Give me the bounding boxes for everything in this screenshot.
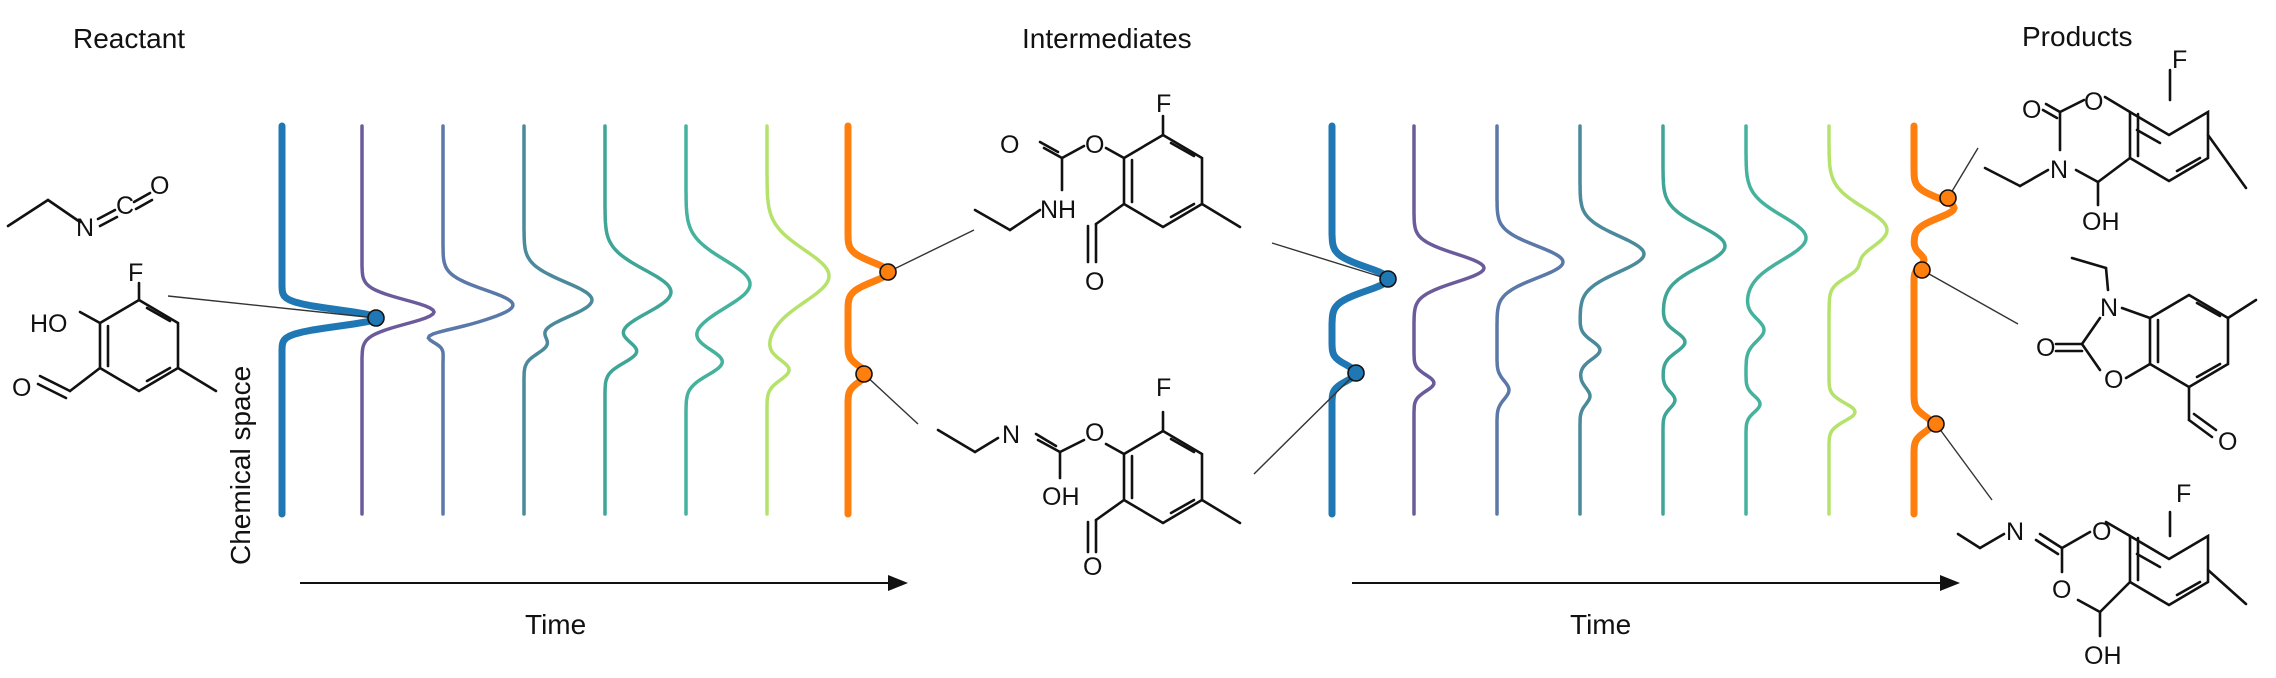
atom-o: O <box>1085 131 1104 159</box>
curve-right-1 <box>1328 122 1392 518</box>
atom-ho: HO <box>30 310 68 338</box>
products-header: Products <box>2022 21 2133 52</box>
atom-o: O <box>1085 419 1104 447</box>
leader-carbamate-in <box>887 229 975 273</box>
product-cyclic-imidate: F O N O OH <box>1956 480 2248 670</box>
marker-product-top <box>1939 189 1957 207</box>
atom-o: O <box>2084 88 2103 116</box>
time-label-left: Time <box>525 609 586 640</box>
reactant-fluoro-salicylaldehyde: F HO O <box>12 259 218 402</box>
curve-right-8 <box>1910 122 1958 518</box>
atom-f: F <box>2172 46 2187 74</box>
marker-product-bot <box>1927 415 1945 433</box>
curve-left-6 <box>684 124 752 516</box>
leader-reactant <box>167 295 377 319</box>
atom-o: O <box>2052 576 2071 604</box>
marker-carbamate-out <box>1379 270 1397 288</box>
leader-imidate-out <box>1253 372 1357 475</box>
intermediates-header: Intermediates <box>1022 23 1192 54</box>
atom-n: N <box>1002 421 1020 449</box>
atom-f: F <box>128 259 143 287</box>
markers <box>367 189 1957 433</box>
product-benzoxazolone: N O O O <box>2036 256 2258 456</box>
time-arrowhead-right <box>1940 575 1960 591</box>
atom-f: F <box>2176 480 2191 508</box>
leader-product-top <box>1947 147 1979 199</box>
curve-left-4 <box>522 124 594 516</box>
curve-left-5 <box>603 124 673 516</box>
marker-imidate-out <box>1347 364 1365 382</box>
reactant-header: Reactant <box>73 23 185 54</box>
atom-o: O <box>150 172 169 200</box>
curve-right-7 <box>1827 124 1889 516</box>
curve-left-8 <box>844 122 892 518</box>
leader-product-mid <box>1921 269 2019 325</box>
leader-carbamate-out <box>1271 242 1389 280</box>
atom-nh: NH <box>1040 196 1076 224</box>
marker-imidate-in <box>855 365 873 383</box>
intermediate-imidate: F O O N OH <box>936 374 1242 581</box>
curve-left-2 <box>360 124 436 516</box>
atom-f: F <box>1156 90 1171 118</box>
atom-o: O <box>2036 334 2055 362</box>
atom-o: O <box>2092 518 2111 546</box>
atom-oh: OH <box>1042 483 1080 511</box>
leader-lines <box>167 147 2019 501</box>
atom-f: F <box>1156 374 1171 402</box>
marker-product-mid <box>1913 261 1931 279</box>
atom-o: O <box>12 374 31 402</box>
atom-n: N <box>2050 156 2068 184</box>
reactant-ethyl-isocyanate: N C O <box>6 172 169 242</box>
leader-imidate-in <box>863 373 919 425</box>
atom-c: C <box>116 192 134 220</box>
marker-reactant <box>367 309 385 327</box>
atom-o: O <box>1083 553 1102 581</box>
product-benzoxazinone: F O O N OH <box>1983 46 2248 236</box>
curve-right-2 <box>1412 124 1486 516</box>
leader-product-bot <box>1935 423 1993 501</box>
atom-o: O <box>1085 268 1104 296</box>
atom-o: O <box>2104 366 2123 394</box>
intermediate-carbamate: F O O O NH <box>973 90 1242 296</box>
curve-right-5 <box>1661 124 1727 516</box>
curve-right-4 <box>1578 124 1646 516</box>
atom-oh: OH <box>2082 208 2120 236</box>
curve-left-3 <box>426 124 515 516</box>
time-label-right: Time <box>1570 609 1631 640</box>
curve-right-6 <box>1744 124 1808 516</box>
atom-n: N <box>2006 518 2024 546</box>
atom-n: N <box>76 214 94 242</box>
atom-o: O <box>1000 131 1019 159</box>
marker-carbamate-in <box>879 263 897 281</box>
curve-left-7 <box>765 124 831 516</box>
density-curves <box>278 122 1958 518</box>
atom-o: O <box>2218 428 2237 456</box>
atom-n: N <box>2100 294 2118 322</box>
time-arrowhead-left <box>888 575 908 591</box>
y-axis-label: Chemical space <box>225 366 256 565</box>
atom-o: O <box>2022 96 2041 124</box>
curve-right-3 <box>1495 124 1565 516</box>
atom-oh: OH <box>2084 642 2122 670</box>
